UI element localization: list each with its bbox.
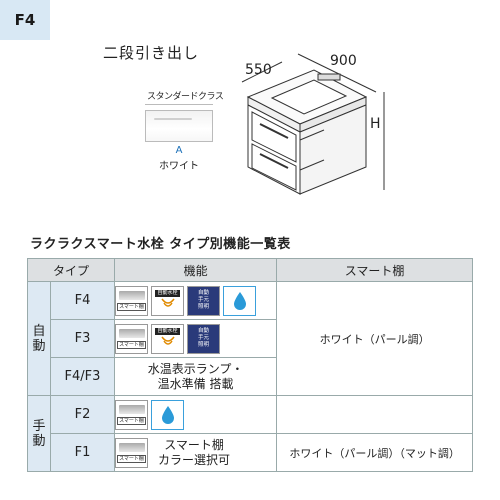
model-badge: F4 <box>0 0 50 40</box>
row-features: スマート棚 <box>113 395 278 434</box>
auto-faucet-icon: 自動水栓 <box>151 323 184 354</box>
table-header-row: タイプ 機能 スマート棚 <box>27 258 473 282</box>
row-features: スマート棚 自動水栓 自動 手元 照明 <box>113 319 278 358</box>
swatch-code: A <box>175 145 183 156</box>
row-features: スマート棚 スマート棚 カラー選択可 <box>113 433 278 472</box>
row-type: F2 <box>50 395 115 434</box>
water-drop-icon <box>151 399 184 430</box>
height-dimension: H <box>370 116 381 132</box>
smart-shelf-icon: スマート棚 <box>115 437 148 468</box>
row-feature-text: 水温表示ランプ・ 温水準備 搭載 <box>113 357 278 396</box>
faucet-function-table: タイプ 機能 スマート棚 自 動 F4 スマート棚 自動水栓 自動 手元 照明 … <box>27 258 473 472</box>
auto-faucet-icon: 自動水栓 <box>151 285 184 316</box>
row-features: スマート棚 自動水栓 自動 手元 照明 <box>113 281 278 320</box>
shelf-color-auto: ホワイト（パール調） <box>276 281 473 396</box>
table-row: F1 スマート棚 スマート棚 カラー選択可 ホワイト（パール調）（マット調） <box>28 433 473 472</box>
row-type: F4/F3 <box>50 357 115 396</box>
depth-dimension: 550 <box>245 62 272 78</box>
smart-shelf-icon: スマート棚 <box>115 323 148 354</box>
table-title: ラクラクスマート水栓 タイプ別機能一覧表 <box>30 237 291 252</box>
drawer-title: 二段引き出し <box>103 44 200 62</box>
shelf-color-note: スマート棚 カラー選択可 <box>158 437 231 467</box>
group-auto: 自 動 <box>27 281 51 396</box>
color-swatch-card: スタンダードクラス A ホワイト <box>145 88 224 172</box>
shelf-color-f1: ホワイト（パール調）（マット調） <box>276 433 473 472</box>
vanity-cabinet-drawing <box>241 53 385 195</box>
water-drop-icon <box>223 285 256 316</box>
shelf-color-empty <box>276 395 473 434</box>
header-function: 機能 <box>113 258 278 282</box>
smart-shelf-icon: スマート棚 <box>115 399 148 430</box>
table-row: 手 動 F2 スマート棚 <box>27 395 473 472</box>
group-manual: 手 動 <box>27 395 51 472</box>
width-dimension: 900 <box>330 53 357 69</box>
hand-light-icon: 自動 手元 照明 <box>187 323 220 354</box>
row-type: F3 <box>50 319 115 358</box>
table-row: 自 動 F4 スマート棚 自動水栓 自動 手元 照明 ホワイト（パール調） <box>27 281 473 396</box>
header-smart-shelf: スマート棚 <box>276 258 473 282</box>
swatch-color-name: ホワイト <box>159 161 199 172</box>
header-type: タイプ <box>27 258 115 282</box>
table-row: F4/F3 水温表示ランプ・ 温水準備 搭載 <box>28 357 473 396</box>
swatch-color-panel <box>145 110 213 142</box>
row-type: F1 <box>50 433 115 472</box>
row-type: F4 <box>50 281 115 320</box>
table-row: F3 スマート棚 自動水栓 自動 手元 照明 <box>28 319 473 358</box>
hand-light-icon: 自動 手元 照明 <box>187 285 220 316</box>
swatch-grade-label: スタンダードクラス <box>145 88 224 105</box>
smart-shelf-icon: スマート棚 <box>115 285 148 316</box>
